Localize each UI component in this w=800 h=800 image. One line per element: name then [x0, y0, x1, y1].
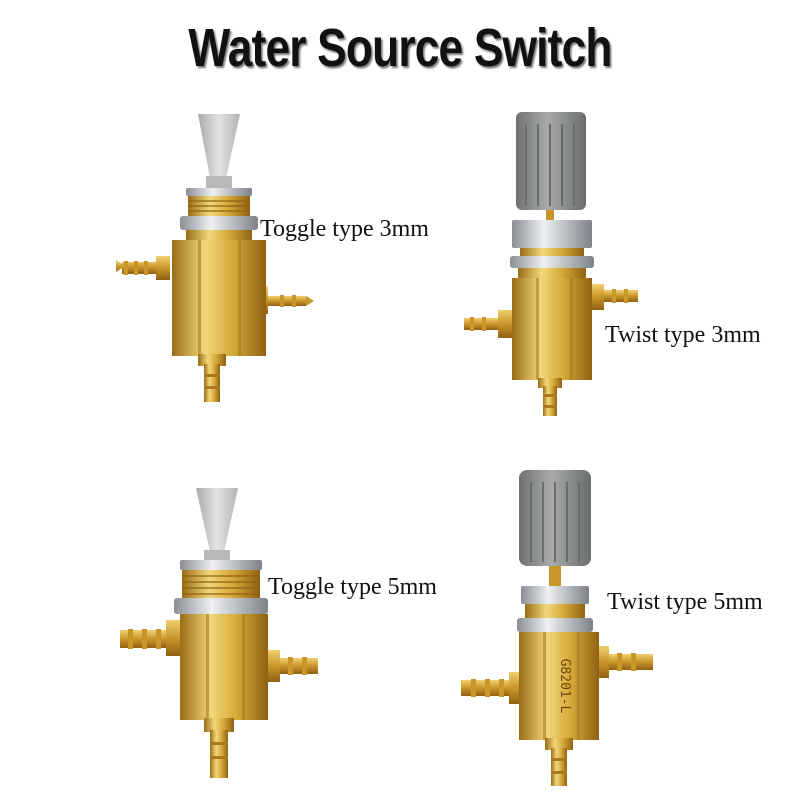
- toggle-valve-3mm-image: [116, 114, 314, 402]
- lever-handle: [198, 114, 240, 178]
- label-twist-3mm: Twist type 3mm: [605, 322, 761, 348]
- twist-valve-3mm-image: [464, 112, 638, 416]
- twist-valve-5mm-image: G8201-L: [461, 470, 653, 786]
- page-title: Water Source Switch: [188, 18, 612, 78]
- lever-handle: [196, 488, 238, 552]
- label-toggle-3mm: Toggle type 3mm: [260, 216, 429, 242]
- body-marking: G8201-L: [557, 659, 572, 714]
- label-toggle-5mm: Toggle type 5mm: [268, 574, 437, 600]
- toggle-valve-5mm-image: [120, 488, 318, 778]
- label-twist-5mm: Twist type 5mm: [607, 589, 763, 615]
